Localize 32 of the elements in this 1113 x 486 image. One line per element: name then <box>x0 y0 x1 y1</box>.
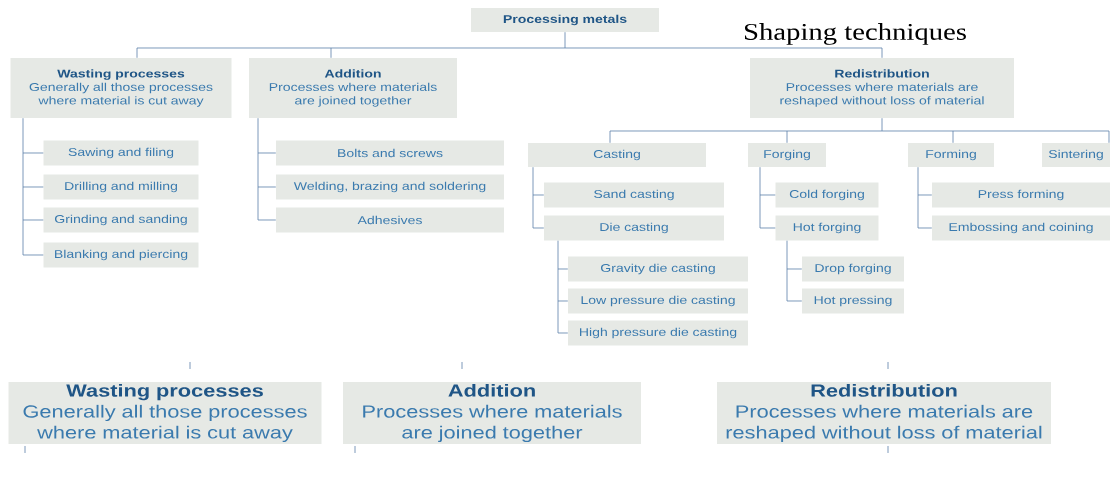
process-box: Sand casting <box>544 182 724 208</box>
process-box: Die casting <box>544 215 724 241</box>
category-box: Addition Processes where materials are joined together <box>249 58 457 118</box>
category-box: Redistribution Processes where materials are reshaped without loss of material <box>750 58 1014 118</box>
process-box: Casting <box>528 143 706 167</box>
process-box: Cold forging <box>775 182 879 208</box>
process-box: Sintering <box>1042 143 1110 167</box>
process-box: Welding, brazing and soldering <box>276 174 504 200</box>
process-box: Press forming <box>932 182 1110 208</box>
process-box: Forging <box>748 143 826 167</box>
process-box: Low pressure die casting <box>568 288 748 314</box>
category-box: Addition Processes where materials are joined together <box>343 381 641 445</box>
process-box: Blanking and piercing <box>43 242 199 268</box>
category-box: Redistribution Processes where materials are reshaped without loss of material <box>717 381 1051 445</box>
process-box: Forming <box>908 143 994 167</box>
connector <box>609 117 1110 144</box>
category-box: Wasting processes Generally all those processes where material is cut away <box>8 381 322 445</box>
process-box: Hot pressing <box>802 288 904 314</box>
process-box: Grinding and sanding <box>43 207 199 233</box>
process-box: Adhesives <box>276 207 504 233</box>
connector <box>136 31 883 59</box>
process-box: Hot forging <box>775 215 879 241</box>
process-box: Drilling and milling <box>43 174 199 200</box>
title: Shaping techniques <box>744 23 966 45</box>
process-box: High pressure die casting <box>568 320 748 346</box>
process-box: Embossing and coining <box>932 215 1110 241</box>
process-box: Gravity die casting <box>568 256 748 282</box>
category-box: Wasting processes Generally all those processes where material is cut away <box>10 58 232 118</box>
process-box: Drop forging <box>802 256 904 282</box>
process-box: Bolts and screws <box>276 140 504 166</box>
process-box: Sawing and filing <box>43 140 199 166</box>
process-box: Processing metals <box>471 8 659 32</box>
